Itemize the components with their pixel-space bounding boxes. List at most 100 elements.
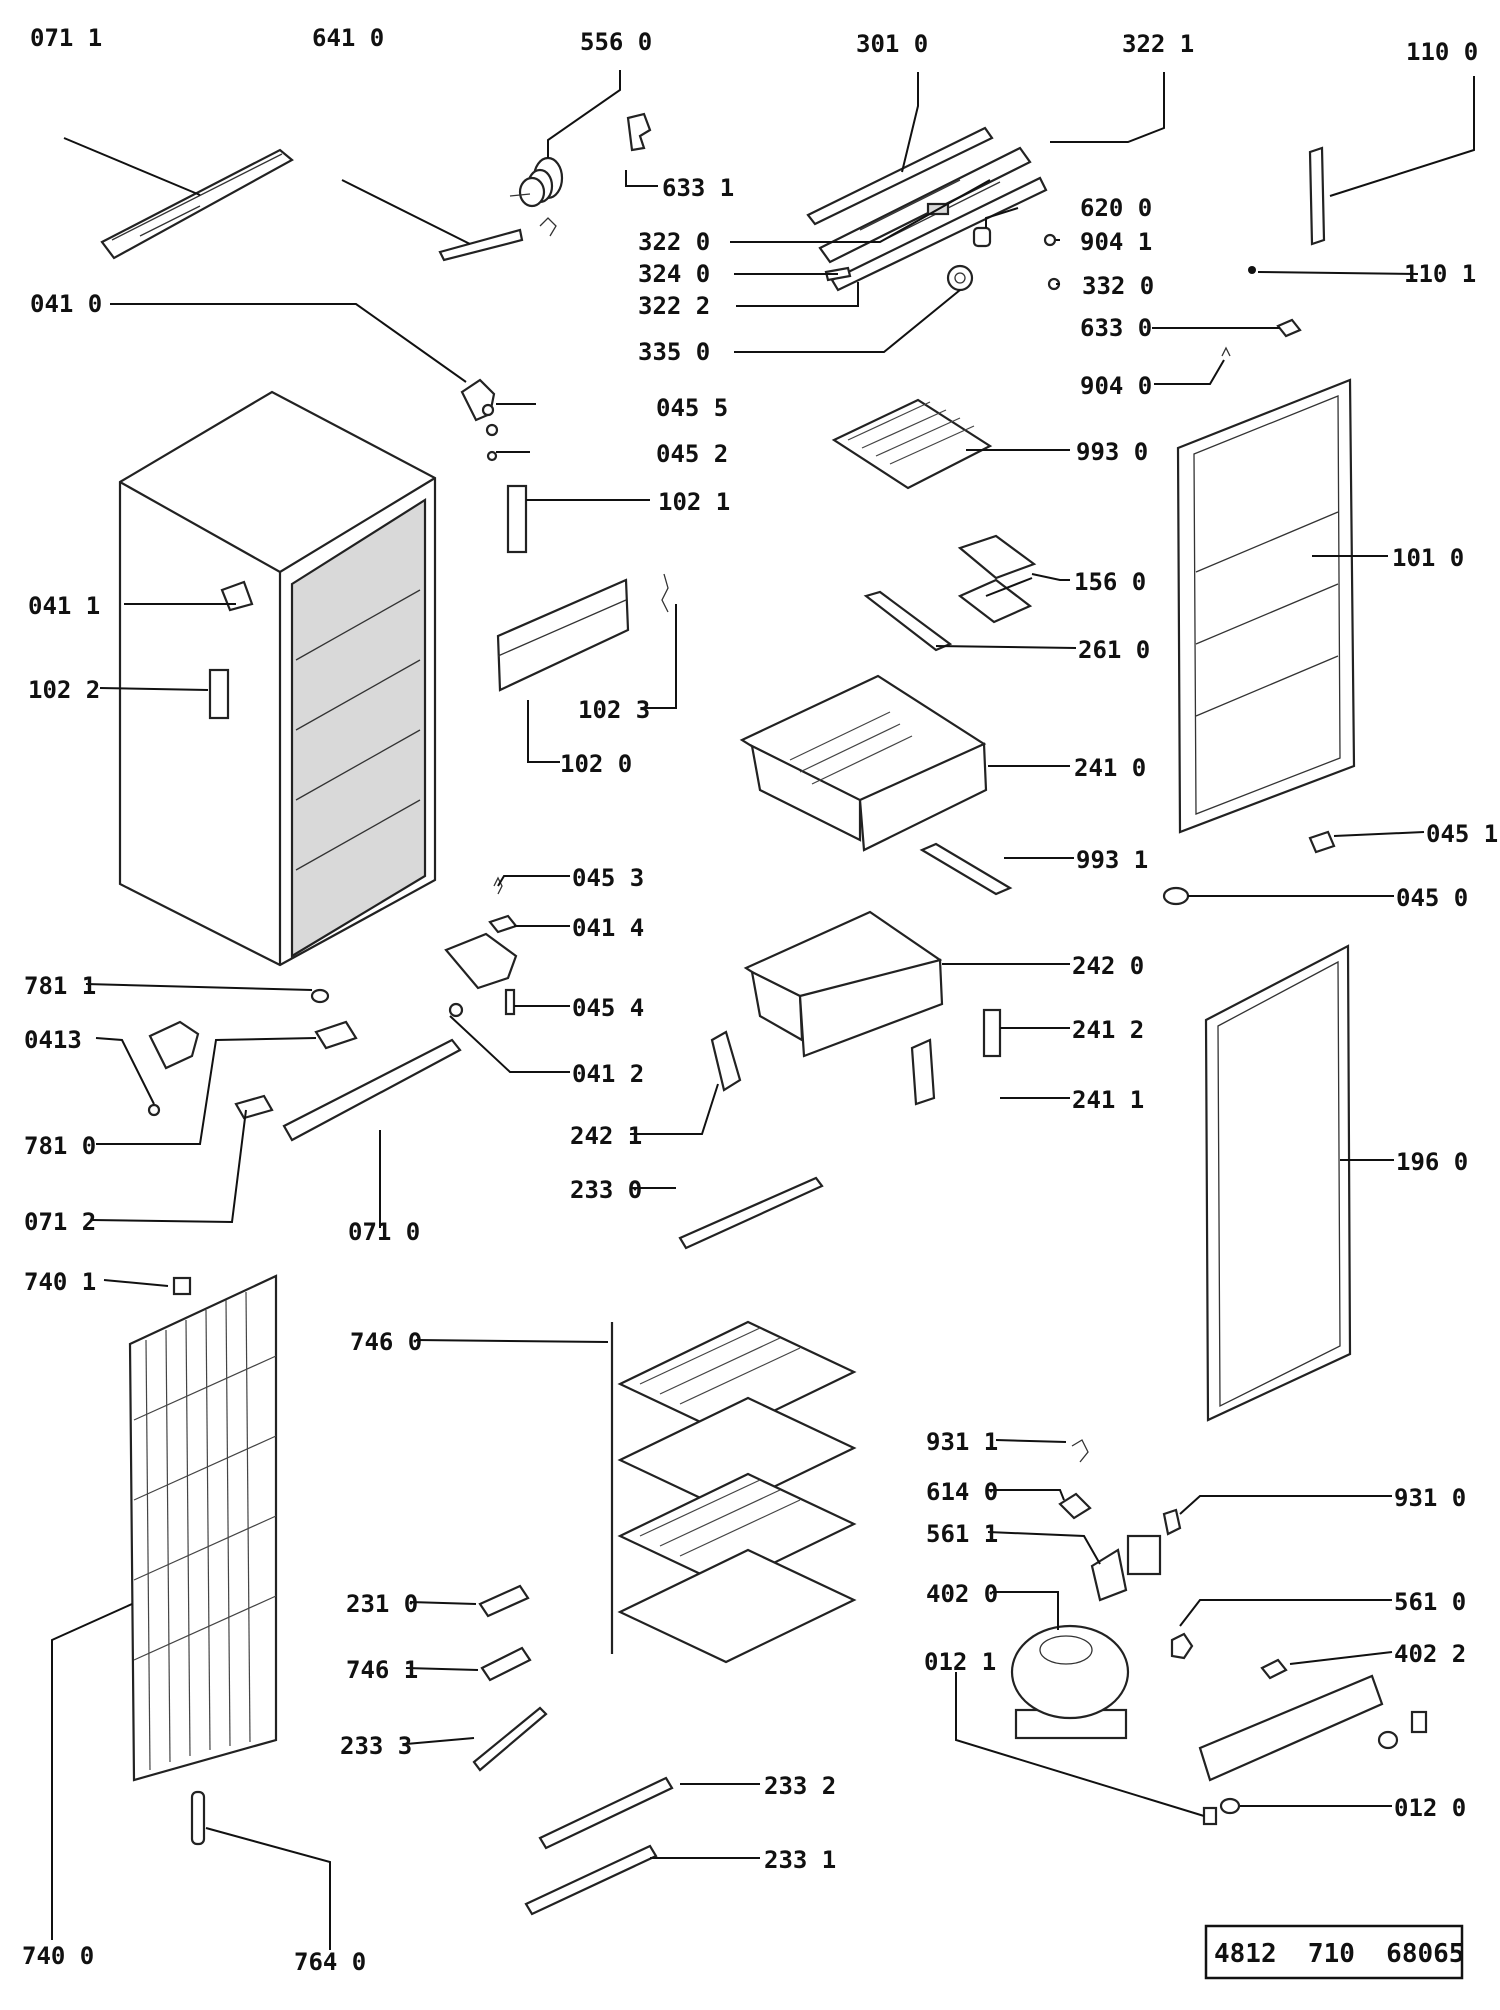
label-233-1: 233 1 xyxy=(764,1846,836,1874)
label-556-0: 556 0 xyxy=(580,28,652,56)
label-241-1: 241 1 xyxy=(1072,1086,1144,1114)
label-110-1: 110 1 xyxy=(1404,260,1476,288)
label-045-4: 045 4 xyxy=(572,994,644,1022)
label-764-0: 764 0 xyxy=(294,1948,366,1976)
label-012-0: 012 0 xyxy=(1394,1794,1466,1822)
label-561-1: 561 1 xyxy=(926,1520,998,1548)
label-301-0: 301 0 xyxy=(856,30,928,58)
label-781-0: 781 0 xyxy=(24,1132,96,1160)
part-drawings xyxy=(100,112,1428,1916)
part-9931-drawing xyxy=(919,842,1013,896)
label-242-1: 242 1 xyxy=(570,1122,642,1150)
clip-6330-drawing xyxy=(1276,318,1302,338)
label-196-0: 196 0 xyxy=(1396,1148,1468,1176)
pin-0120-drawing xyxy=(1410,1710,1428,1734)
rail-0710-drawing xyxy=(282,1038,462,1142)
relay-5611-drawing xyxy=(1090,1548,1128,1602)
label-633-0: 633 0 xyxy=(1080,314,1152,342)
label-233-2: 233 2 xyxy=(764,1772,836,1800)
bracket-1021-drawing xyxy=(506,484,528,554)
knob-3350-drawing xyxy=(946,264,974,292)
clip-6331-drawing xyxy=(626,112,652,152)
label-156-0: 156 0 xyxy=(1074,568,1146,596)
part-9310-drawing xyxy=(1162,1508,1182,1536)
label-993-0: 993 0 xyxy=(1076,438,1148,466)
label-241-0: 241 0 xyxy=(1074,754,1146,782)
label-012-1: 012 1 xyxy=(924,1648,996,1676)
part-7640-drawing xyxy=(190,1790,206,1846)
part-2411-drawing xyxy=(910,1038,936,1106)
top-rail-drawing xyxy=(100,148,294,260)
label-041-1: 041 1 xyxy=(28,592,100,620)
door-1010-drawing xyxy=(1176,378,1356,834)
label-102-1: 102 1 xyxy=(658,488,730,516)
document-number-box: 4812 710 68065 xyxy=(1204,1924,1464,1980)
hinge-0412-drawing xyxy=(444,932,518,990)
part-labels: 071 1 641 0 556 0 301 0 322 1 110 0 633 … xyxy=(22,24,1498,1976)
label-041-4: 041 4 xyxy=(572,914,644,942)
label-746-0: 746 0 xyxy=(350,1328,422,1356)
part-2421-drawing xyxy=(710,1030,742,1092)
part-4022-drawing xyxy=(1260,1658,1288,1680)
part-0451-drawing xyxy=(1308,830,1336,854)
screw-9041-drawing xyxy=(1043,233,1057,247)
document-number: 4812 710 68065 xyxy=(1214,1939,1464,1969)
scraper-2610-drawing xyxy=(863,590,953,652)
label-045-2: 045 2 xyxy=(656,440,728,468)
drawer-2410-drawing xyxy=(739,674,988,852)
label-045-1: 045 1 xyxy=(1426,820,1498,848)
label-110-0: 110 0 xyxy=(1406,38,1478,66)
part-2310-drawing xyxy=(478,1584,530,1618)
spring-5560-drawing xyxy=(509,156,564,208)
label-402-2: 402 2 xyxy=(1394,1640,1466,1668)
label-071-2: 071 2 xyxy=(24,1208,96,1236)
label-041-2: 041 2 xyxy=(572,1060,644,1088)
label-261-0: 261 0 xyxy=(1078,636,1150,664)
part-0414-drawing xyxy=(488,914,518,934)
hinge-plate-1100-drawing xyxy=(1308,146,1326,246)
label-633-1: 633 1 xyxy=(662,174,734,202)
part-7810-drawing xyxy=(314,1020,358,1050)
label-740-1: 740 1 xyxy=(24,1268,96,1296)
clip-0121-drawing xyxy=(1202,1806,1218,1826)
bar-2330-drawing xyxy=(678,1176,824,1250)
base-rail-0120-drawing xyxy=(1198,1674,1384,1782)
handle-1022-drawing xyxy=(208,668,230,720)
label-322-1: 322 1 xyxy=(1122,30,1194,58)
label-0413: 0413 xyxy=(24,1026,82,1054)
leader-lines xyxy=(51,70,1475,1950)
label-102-3: 102 3 xyxy=(578,696,650,724)
label-620-0: 620 0 xyxy=(1080,194,1152,222)
part-0450-drawing xyxy=(1162,886,1190,906)
label-322-2: 322 2 xyxy=(638,292,710,320)
label-746-1: 746 1 xyxy=(346,1656,418,1684)
label-740-0: 740 0 xyxy=(22,1942,94,1970)
label-102-0: 102 0 xyxy=(560,750,632,778)
label-332-0: 332 0 xyxy=(1082,272,1154,300)
part-2333-drawing xyxy=(472,1706,548,1772)
label-904-0: 904 0 xyxy=(1080,372,1152,400)
label-045-3: 045 3 xyxy=(572,864,644,892)
bar-2331-drawing xyxy=(524,1844,658,1916)
label-931-1: 931 1 xyxy=(926,1428,998,1456)
bar-2332-drawing xyxy=(538,1776,674,1850)
drawer-2420-drawing xyxy=(743,910,944,1058)
label-242-0: 242 0 xyxy=(1072,952,1144,980)
relay-box-5611-drawing xyxy=(1126,1534,1162,1576)
screw-0412-drawing xyxy=(448,1002,464,1018)
label-402-0: 402 0 xyxy=(926,1580,998,1608)
compressor-4020-drawing xyxy=(1010,1624,1130,1740)
label-904-1: 904 1 xyxy=(1080,228,1152,256)
hinge-0410-drawing xyxy=(460,378,499,462)
condenser-7400-drawing xyxy=(128,1274,278,1782)
pin-1023-drawing xyxy=(661,573,669,613)
label-045-0: 045 0 xyxy=(1396,884,1468,912)
label-233-0: 233 0 xyxy=(570,1176,642,1204)
screw-1101-drawing xyxy=(1248,266,1256,274)
label-045-5: 045 5 xyxy=(656,394,728,422)
grommet-0120-drawing xyxy=(1377,1730,1399,1750)
part-7811-drawing xyxy=(310,988,330,1004)
bracket-0413-drawing xyxy=(148,1020,200,1070)
screw-9040-drawing xyxy=(1221,346,1231,357)
